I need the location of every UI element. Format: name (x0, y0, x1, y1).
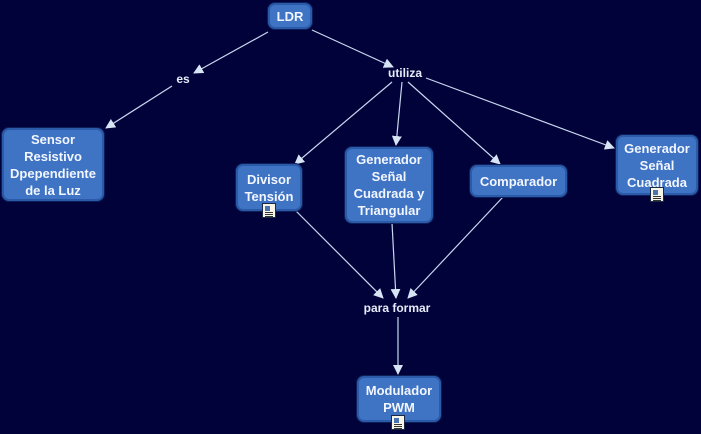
edge-utiliza-gentri (391, 81, 403, 146)
concept-sensor[interactable]: Sensor Resistivo Dpependiente de la Luz (2, 128, 104, 201)
concept-ldr[interactable]: LDR (268, 3, 312, 29)
edge-gentri-para (390, 222, 401, 299)
linking-phrase-para-formar[interactable]: para formar (363, 301, 431, 315)
concept-sensor-label: Sensor Resistivo Dpependiente de la Luz (10, 131, 96, 198)
concept-comparador-label: Comparador (479, 173, 558, 189)
edge-divisor-para (294, 209, 384, 299)
resource-icon[interactable] (650, 187, 664, 202)
linking-phrase-es[interactable]: es (176, 72, 190, 86)
concept-modulador-pwm-label: Modulador PWM (365, 383, 433, 415)
linking-phrase-utiliza[interactable]: utiliza (387, 66, 422, 80)
edge-es-sensor (105, 85, 173, 129)
edge-utiliza-divisor (294, 81, 393, 165)
concept-divisor-label: Divisor Tensión (244, 171, 294, 204)
edge-comparador-para (407, 196, 504, 299)
concept-generador-cuadrada-label: Generador Señal Cuadrada (624, 140, 690, 190)
concept-generador-cuadrada[interactable]: Generador Señal Cuadrada (616, 135, 698, 195)
concept-generador-triangular[interactable]: Generador Señal Cuadrada y Triangular (345, 147, 433, 223)
resource-icon[interactable] (262, 203, 276, 218)
concept-generador-triangular-label: Generador Señal Cuadrada y Triangular (353, 152, 425, 218)
edge-ldr-utiliza (311, 29, 394, 68)
edge-utiliza-comparador (407, 81, 501, 165)
resource-icon[interactable] (391, 415, 405, 430)
edge-utiliza-gencuad (425, 77, 615, 150)
concept-comparador[interactable]: Comparador (470, 165, 567, 197)
edge-ldr-es (193, 31, 269, 74)
concept-modulador-pwm[interactable]: Modulador PWM (357, 376, 441, 422)
concept-ldr-label: LDR (276, 8, 304, 24)
